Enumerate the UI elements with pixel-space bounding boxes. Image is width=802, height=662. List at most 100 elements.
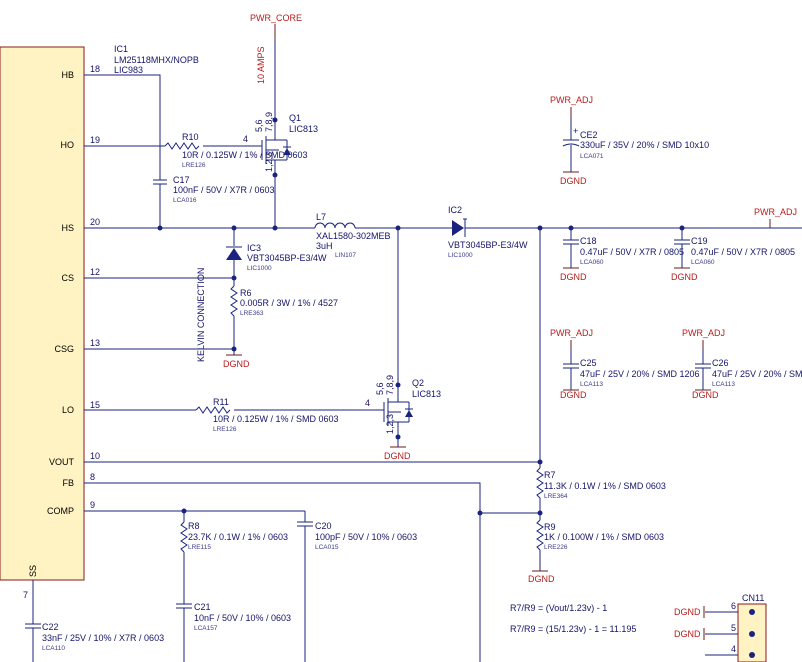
c21-code: LCA157 [194,625,218,632]
ic1-body[interactable] [0,46,85,581]
ce2-value: 330uF / 35V / 20% / SMD 10x10 [580,140,709,150]
r7-value: 11.3K / 0.1W / 1% / SMD 0603 [544,481,666,491]
amps-label: 10 AMPS [256,46,266,84]
ic1-pin-csg: CSG [54,344,74,354]
r10-symbol[interactable] [164,142,200,150]
c19-ref: C19 [691,236,708,246]
cn11-gnd5: DGND [674,629,701,639]
c19-gnd: DGND [671,272,698,282]
r11-symbol[interactable] [195,406,231,414]
pin-num-18: 18 [90,64,100,74]
wire-fb[interactable] [84,482,540,514]
r9-symbol[interactable] [536,519,544,551]
r6-symbol[interactable] [230,285,238,317]
r11-value: 10R / 0.125W / 1% / SMD 0603 [213,414,339,424]
q1-pins-56: 5,6 [254,119,264,132]
q1-part: LIC813 [289,124,318,134]
c19-code: LCA060 [691,259,715,266]
pin-num-10: 10 [90,451,100,461]
c17-code: LCA016 [173,197,197,204]
kelvin-connection: KELVIN CONNECTION [196,268,206,362]
c26-value: 47uF / 25V / 20% / SMD 1206 [712,369,802,379]
cn11-pin6[interactable] [749,609,755,615]
c17-ref: C17 [173,175,190,185]
r6-ref: R6 [240,288,252,298]
r7-ref: R7 [544,470,556,480]
l7-inductor[interactable] [314,222,356,229]
c22-code: LCA110 [42,645,65,652]
junction-comp [181,508,187,514]
q2-ref: Q2 [412,378,424,388]
r11-code: LRE126 [213,426,237,433]
c25-ref: C25 [580,358,597,368]
q1-pins-789: 7,8,9 [264,112,274,132]
ic2-part: VBT3045BP-E3/4W [448,240,528,250]
q2-mosfet[interactable] [383,385,413,437]
r6-code: LRE363 [240,310,264,317]
junction-csg [231,346,237,352]
ic2-ref: IC2 [448,205,462,215]
ce2-net: PWR_ADJ [550,95,593,105]
c22-ref: C22 [42,622,59,632]
c22-value: 33nF / 25V / 10% / X7R / 0603 [42,633,164,643]
junction-hs-q1 [272,225,278,231]
cn11-pin6-num: 6 [731,601,736,611]
ic1-pin-hs: HS [61,223,74,233]
c18-ref: C18 [580,236,597,246]
pin-num-13: 13 [90,338,100,348]
cn11-gnd6: DGND [674,607,701,617]
ic1-pin-cs: CS [61,273,74,283]
cn11-pin4[interactable] [749,652,755,658]
q1-gate-pin: 4 [243,134,248,144]
ic1-pin-fb: FB [62,478,74,488]
r7-symbol[interactable] [536,467,544,499]
q2-pins-123: 1,2,3 [385,414,395,434]
l7-part: XAL1580-302MEB [316,231,391,241]
pin-num-12: 12 [90,267,100,277]
l7-code: LIN107 [335,252,356,259]
r11-ref: R11 [213,397,229,407]
c26-net: PWR_ADJ [682,328,725,338]
ic1-code: LIC983 [114,65,143,75]
c18-gnd: DGND [560,272,587,282]
cn11-ref: CN11 [742,593,764,603]
pin-num-20: 20 [90,217,100,227]
c18-code: LCA060 [580,259,604,266]
c17-value: 100nF / 50V / X7R / 0603 [173,185,275,195]
ce2-ref: CE2 [580,130,598,140]
ic1-pin-ss: SS [28,565,38,577]
junction-q1-top [272,117,278,123]
ce2-code: LCA071 [580,153,604,160]
pin-num-15: 15 [90,400,100,410]
cn11-pin5[interactable] [749,631,755,637]
net-pwr-core: PWR_CORE [250,13,302,23]
ic2-diode[interactable] [452,218,467,237]
cn11-pin5-num: 5 [731,623,736,633]
wire-hb[interactable] [84,74,161,180]
c26-ref: C26 [712,358,729,368]
l7-value: 3uH [316,241,333,251]
r9-code: LRE226 [544,544,568,551]
l7-ref: L7 [316,212,326,222]
note-eq1: R7/R9 = (Vout/1.23v) - 1 [510,603,607,613]
ic3-part: VBT3045BP-E3/4W [247,253,327,263]
pin-num-8: 8 [90,472,95,482]
junction-hs-c17 [157,225,163,231]
c25-net: PWR_ADJ [550,328,593,338]
ic1-pin-vout: VOUT [49,457,75,467]
wire-comp[interactable] [84,510,185,522]
ic3-code: LIC1000 [247,265,272,272]
ce2-gnd: DGND [560,176,587,186]
r8-code: LRE115 [188,544,211,551]
r8-symbol[interactable] [180,521,188,553]
q1-mosfet[interactable] [261,120,291,175]
r8-value: 23.7K / 0.1W / 1% / 0603 [188,532,288,542]
c21-ref: C21 [194,602,211,612]
c20-code: LCA015 [315,544,339,551]
q2-part: LIC813 [412,389,441,399]
r6-gnd: DGND [223,359,250,369]
ic3-diode[interactable] [226,228,242,278]
pin-num-19: 19 [90,135,100,145]
c19-value: 0.47uF / 50V / X7R / 0805 [691,247,795,257]
